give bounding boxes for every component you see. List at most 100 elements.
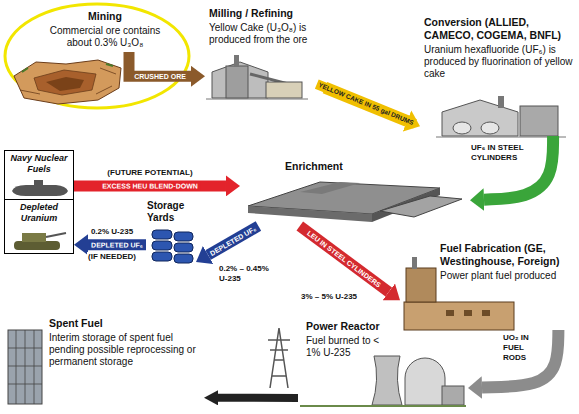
tank-icon-part [14, 241, 60, 250]
reactor-plant [300, 356, 466, 406]
stage-description: Power plant fuel produced [440, 270, 574, 282]
source-box: Navy Nuclear Fuels [4, 150, 74, 200]
flow-label: DEPLETED UF₆ [89, 240, 145, 249]
open-pit-mine-part [14, 60, 121, 104]
flow-arrow [218, 394, 298, 402]
spent-fuel-rack-part [8, 330, 42, 404]
storage-cylinders-part [152, 241, 172, 250]
conversion-plant-part [481, 122, 499, 134]
conversion-plant-part [498, 96, 504, 108]
stage-description: Commercial ore contains about 0.3% U₃O₈ [47, 25, 163, 49]
stage-node: Storage Yards [146, 198, 196, 270]
stage-node: Milling / RefiningYellow Cake (U₃O₈) is … [205, 5, 325, 100]
mill-building-part [226, 66, 248, 98]
conversion-plant-part [436, 137, 566, 138]
flow-arrow [88, 239, 146, 250]
stage-node: Conversion (ALLIED, CAMECO, COGEMA, BNFL… [420, 14, 576, 136]
conversion-plant-part [453, 122, 471, 134]
stage-description: Fuel burned to < 1% U-235 [306, 335, 386, 359]
conversion-plant-part [442, 100, 518, 136]
storage-cylinders-part [152, 230, 172, 239]
tank-icon-part [22, 233, 46, 242]
mill-building-part [206, 99, 308, 100]
open-pit-mine-part [46, 77, 84, 91]
reactor-plant-part [405, 358, 445, 405]
flow-arrow [482, 330, 558, 388]
fuel-fabrication-plant-part [482, 310, 490, 316]
enrichment-plant [248, 182, 462, 222]
flow-label: EXCESS HEU BLEND-DOWN [100, 181, 200, 190]
stage-title: Conversion (ALLIED, CAMECO, COGEMA, BNFL… [424, 16, 574, 42]
flow-arrow [74, 180, 226, 191]
fuel-fabrication-plant-part [406, 268, 436, 302]
submarine-icon-part [12, 185, 68, 196]
mining-highlight-ellipse-part [5, 4, 189, 108]
stage-description: Uranium hexafluoride (UF₆) is produced b… [424, 44, 574, 80]
open-pit-mine [14, 60, 121, 104]
submarine-icon-part [34, 180, 43, 186]
enrichment-plant-part [380, 196, 462, 217]
submarine-icon [12, 180, 68, 196]
fuel-fabrication-plant-part [404, 302, 514, 330]
annotation-label: 0.2% U-235 [90, 227, 134, 237]
mining-highlight-ellipse [5, 4, 189, 108]
stage-title: Enrichment [285, 160, 468, 173]
mill-building [206, 55, 308, 99]
stage-node: Enrichment [240, 158, 470, 226]
stage-node: Power ReactorFuel burned to < 1% U-235 [298, 318, 468, 410]
flow-label: UF₆ IN STEEL CYLINDERS [470, 143, 544, 163]
flow-label: CRUSHED ORE [132, 72, 188, 81]
open-pit-mine-part [22, 64, 113, 72]
storage-cylinders-part [174, 232, 193, 241]
flow-label: DEPLETED UF₆ [207, 223, 260, 259]
source-title: Depleted Uranium [7, 202, 71, 224]
stage-node: MiningCommercial ore contains about 0.3%… [45, 8, 165, 52]
stage-title: Milling / Refining [209, 7, 323, 20]
power-pylon [268, 328, 290, 388]
stage-title: Fuel Fabrication (GE, Westinghouse, Fore… [440, 242, 574, 268]
reactor-plant-part [442, 386, 464, 405]
annotation-label: (IF NEEDED) [87, 252, 137, 262]
mill-building-part [212, 62, 268, 98]
reactor-plant-part [372, 356, 402, 405]
flow-label: UO₂ IN FUEL RODS [502, 333, 544, 363]
stage-node: Spent FuelInterim storage of spent fuel … [4, 315, 204, 410]
storage-cylinders-part [174, 243, 193, 252]
source-box: Depleted Uranium [4, 199, 74, 254]
annotation-label: 3% – 5% U-235 [300, 292, 358, 302]
storage-cylinders-part [152, 252, 172, 261]
flow-arrow [300, 226, 389, 292]
enrichment-plant-part [248, 206, 372, 222]
flow-label: LEU IN STEEL CYLINDERS [304, 227, 385, 290]
fuel-fabrication-plant-part [446, 310, 454, 316]
tank-icon [14, 233, 66, 250]
storage-cylinders [152, 230, 193, 263]
enrichment-plant-part [300, 182, 360, 194]
conversion-plant [436, 96, 566, 137]
storage-cylinders-part [174, 254, 193, 263]
fuel-fabrication-plant [404, 257, 514, 330]
stage-title: Power Reactor [306, 320, 466, 333]
tank-icon-part [46, 233, 66, 237]
stage-description: Yellow Cake (U₃O₈) is produced from the … [209, 22, 323, 46]
fuel-fabrication-plant-part [464, 310, 472, 316]
annotation-label: 0.2% – 0.45% U-235 [218, 264, 280, 284]
flow-label: YELLOW CAKE IN 55 gal DRUMS [315, 80, 417, 129]
spent-fuel-rack-part [8, 330, 42, 404]
source-title: Navy Nuclear Fuels [7, 153, 71, 175]
conversion-plant-part [520, 106, 558, 136]
spent-fuel-rack [8, 330, 42, 404]
stage-description: Interim storage of spent fuel pending po… [49, 332, 202, 368]
stage-title: Storage Yards [147, 200, 195, 224]
open-pit-mine-part [34, 70, 96, 95]
fuel-fabrication-plant-part [412, 257, 417, 269]
mill-building-part [266, 82, 302, 98]
stage-node: Fuel Fabrication (GE, Westinghouse, Fore… [400, 240, 576, 330]
reactor-plant-part [300, 405, 466, 407]
mill-building-part [234, 55, 239, 67]
open-pit-mine-part [20, 68, 116, 94]
stage-title: Mining [47, 10, 163, 23]
power-pylon-part [268, 328, 290, 388]
annotation-label: (FUTURE POTENTIAL) [106, 168, 193, 178]
